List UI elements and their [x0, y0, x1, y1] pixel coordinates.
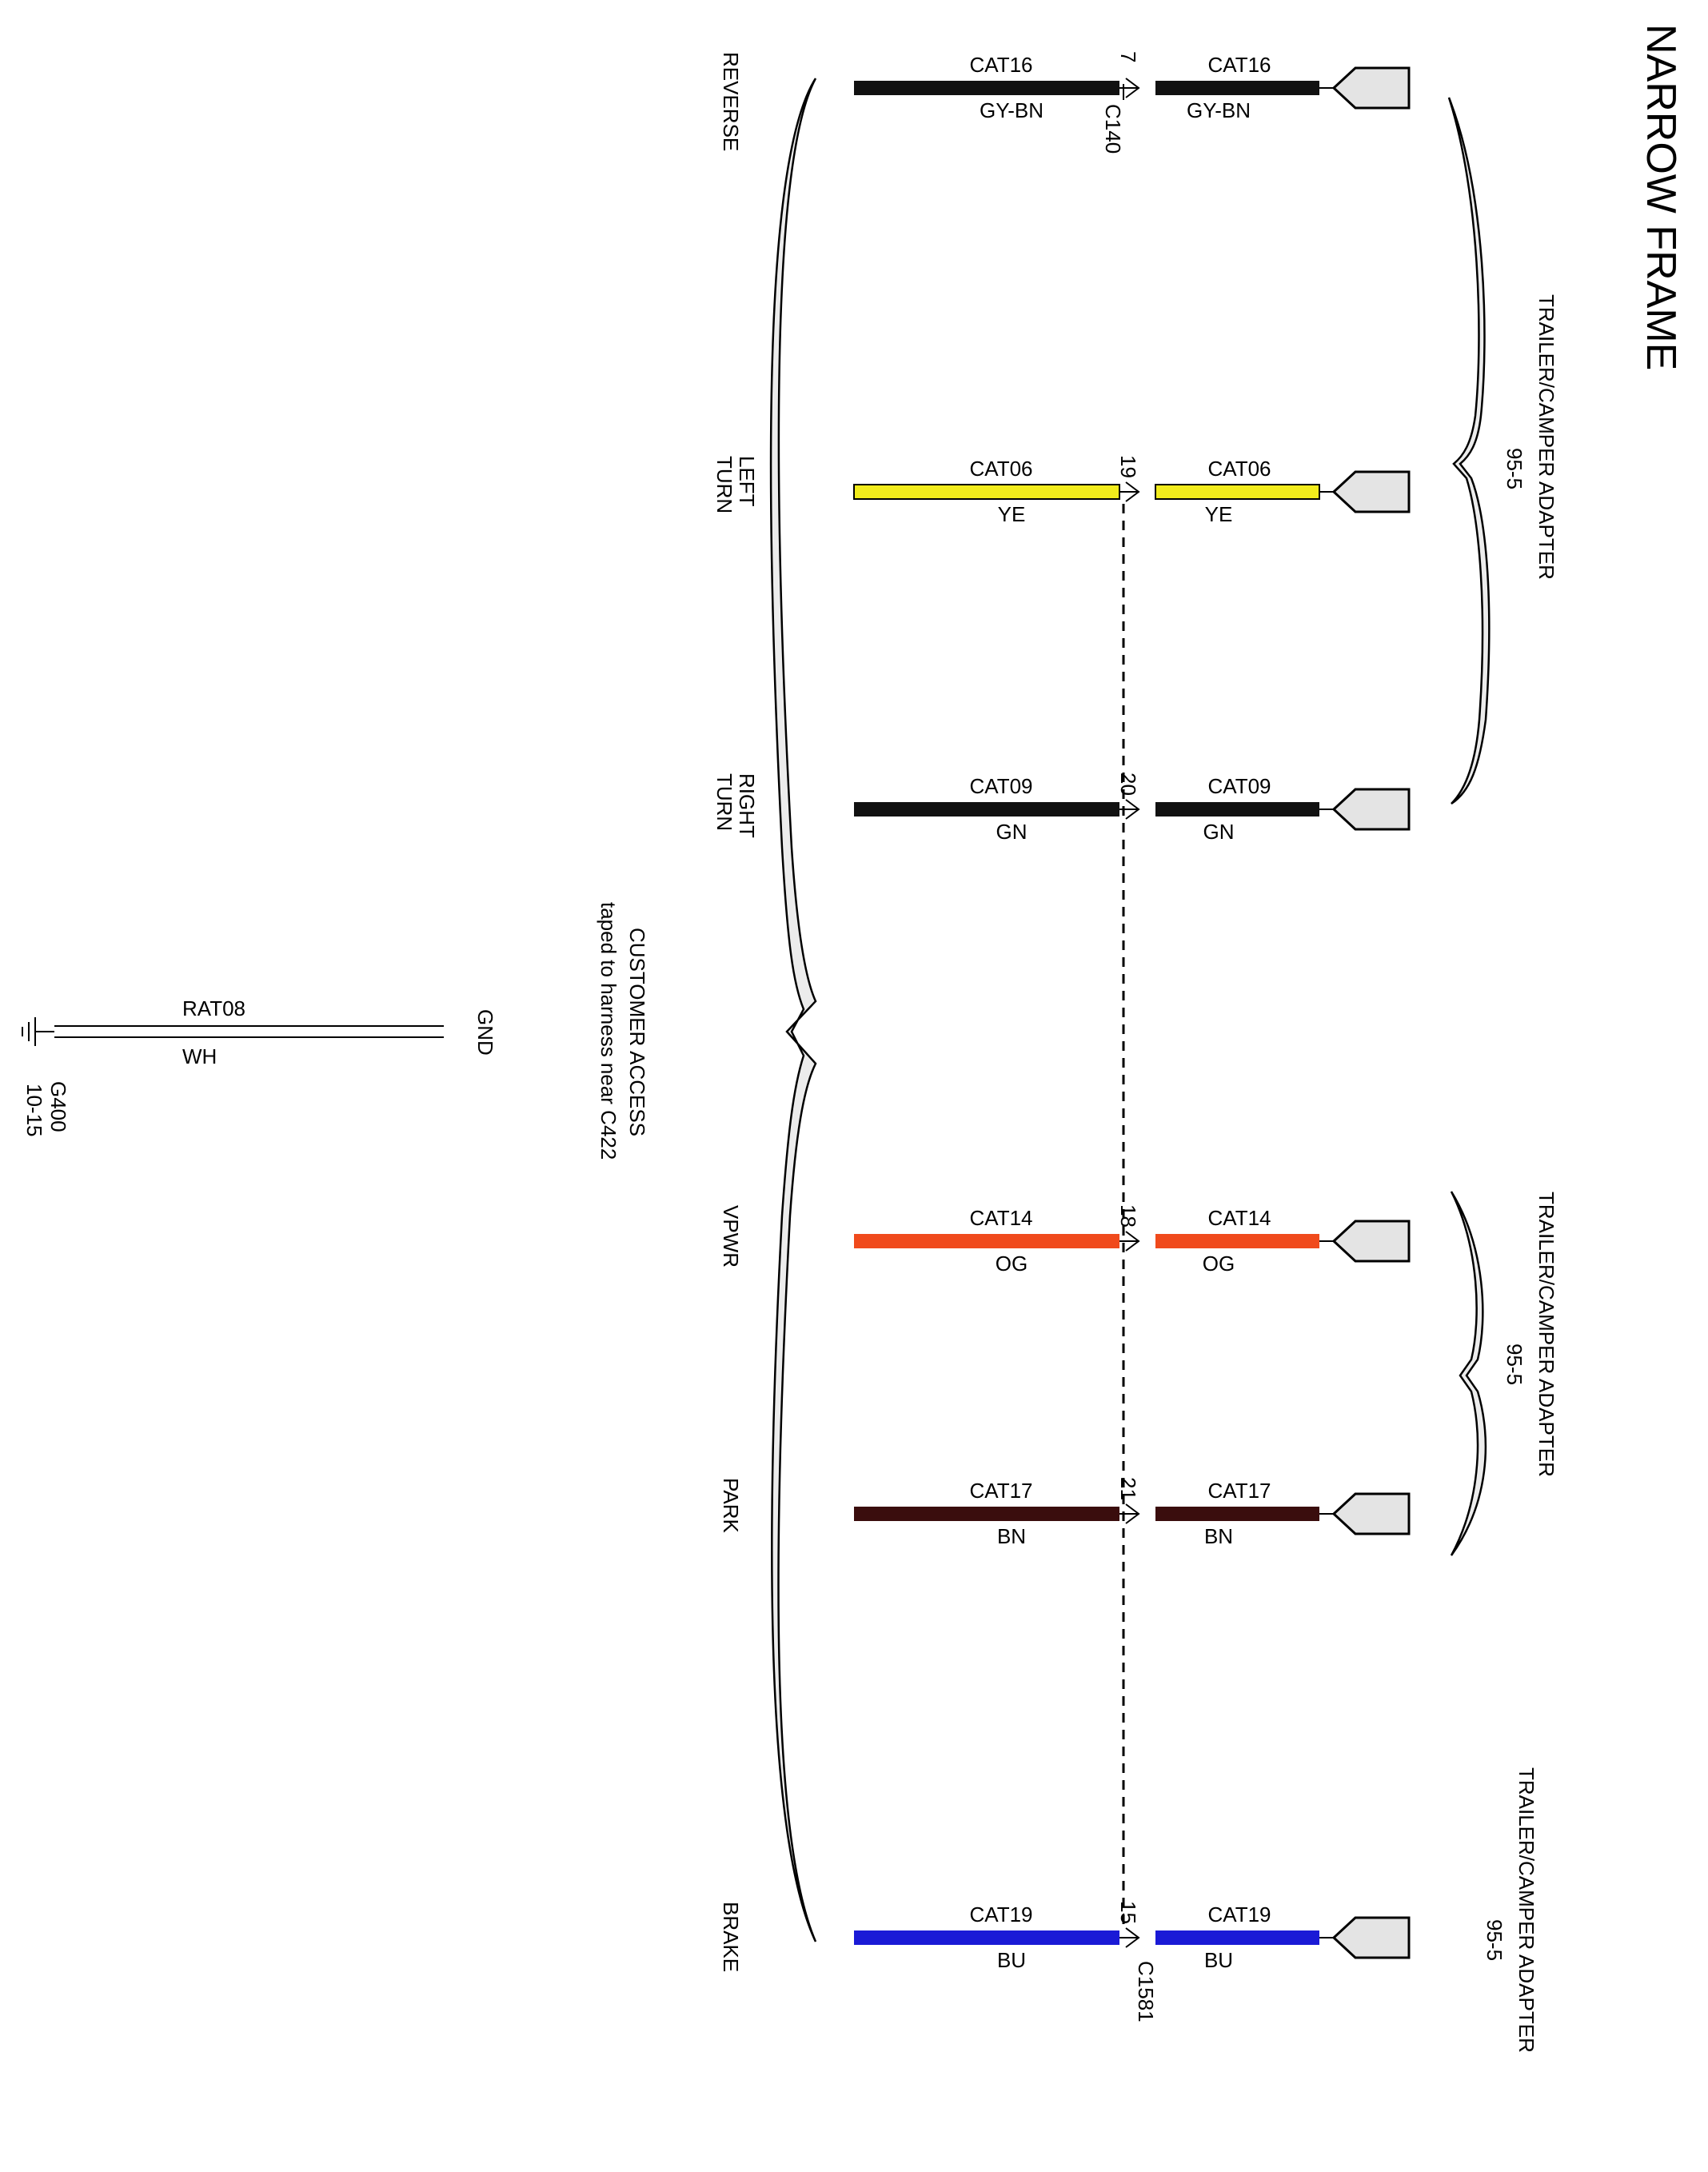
signal-label-park: PARK [719, 1478, 743, 1534]
ground-color-label: WH [182, 1044, 217, 1068]
right-color-label-right-turn: GN [1203, 820, 1235, 844]
right-circuit-label-brake: CAT19 [1208, 1902, 1271, 1926]
signal-label-line-park-0: PARK [719, 1478, 743, 1534]
signal-label-line-vpwr-0: VPWR [719, 1205, 743, 1268]
plug-icon-right-turn [1331, 788, 1411, 831]
left-circuit-label-right-turn: CAT09 [970, 774, 1033, 798]
adapter-label-2: TRAILER/CAMPER ADAPTER 95-5 [1502, 1192, 1558, 1477]
customer-access-line2: taped to harness near C422 [597, 902, 621, 1160]
wire-right-brake [1155, 1930, 1319, 1945]
adapter-label-1-ref: 95-5 [1502, 448, 1526, 489]
right-circuit-label-left-turn: CAT06 [1208, 457, 1271, 481]
adapter-label-1-name: TRAILER/CAMPER ADAPTER [1534, 294, 1558, 580]
right-circuit-label-reverse: CAT16 [1208, 53, 1271, 77]
left-color-label-right-turn: GN [996, 820, 1028, 844]
wire-left-brake [854, 1930, 1119, 1945]
pin-label-right-turn: 20 [1116, 773, 1140, 796]
adapter-brace-middle [1450, 1191, 1487, 1556]
adapter-label-2-name: TRAILER/CAMPER ADAPTER [1534, 1192, 1558, 1477]
connector-label-top: C140 [1101, 104, 1125, 154]
right-color-label-left-turn: YE [1205, 502, 1233, 526]
ground-id-label: G400 [46, 1081, 70, 1132]
left-color-label-park: BN [997, 1524, 1026, 1548]
right-color-label-reverse: GY-BN [1187, 98, 1251, 122]
right-color-label-brake: BU [1204, 1948, 1233, 1972]
signal-label-line-left-turn-1: TURN [712, 456, 736, 513]
wire-left-reverse [854, 81, 1119, 95]
plug-icon-vpwr [1331, 1220, 1411, 1263]
signal-label-brake: BRAKE [719, 1902, 743, 1972]
signal-label-line-right-turn-0: RIGHT [735, 773, 759, 838]
signal-label-line-reverse-0: REVERSE [719, 52, 743, 151]
right-circuit-label-right-turn: CAT09 [1208, 774, 1271, 798]
plug-icon-brake [1331, 1916, 1411, 1959]
right-circuit-label-park: CAT17 [1208, 1479, 1271, 1503]
adapter-label-2-ref: 95-5 [1502, 1344, 1526, 1385]
ground-symbol-icon [22, 1017, 54, 1046]
connector-label-bottom: C1581 [1134, 1961, 1158, 2022]
signal-label-line-left-turn-0: LEFT [735, 456, 759, 507]
pin-label-park: 21 [1116, 1477, 1140, 1500]
signal-group-brace [769, 78, 817, 1942]
left-color-label-reverse: GY-BN [980, 98, 1044, 122]
ground-gnd-label: GND [473, 1009, 497, 1056]
adapter-label-3-name: TRAILER/CAMPER ADAPTER [1514, 1767, 1538, 2053]
signal-label-vpwr: VPWR [719, 1205, 743, 1268]
left-circuit-label-left-turn: CAT06 [970, 457, 1033, 481]
left-circuit-label-brake: CAT19 [970, 1902, 1033, 1926]
left-circuit-label-reverse: CAT16 [970, 53, 1033, 77]
customer-access-note: CUSTOMER ACCESS taped to harness near C4… [597, 902, 649, 1160]
plug-icon-left-turn [1331, 470, 1411, 513]
pin-label-vpwr: 18 [1116, 1204, 1140, 1228]
adapter-label-1: TRAILER/CAMPER ADAPTER 95-5 [1502, 294, 1558, 580]
right-circuit-label-vpwr: CAT14 [1208, 1206, 1271, 1230]
plug-icon-reverse [1331, 66, 1411, 110]
customer-access-line1: CUSTOMER ACCESS [625, 928, 649, 1136]
pin-label-left-turn: 19 [1116, 455, 1140, 478]
wire-left-left-turn [853, 484, 1120, 500]
plug-icon-park [1331, 1492, 1411, 1535]
wire-right-reverse [1155, 81, 1319, 95]
wire-right-vpwr [1155, 1234, 1319, 1248]
ground-circuit: RAT08 WH GND G400 10-15 [22, 996, 497, 1137]
adapter-label-3: TRAILER/CAMPER ADAPTER 95-5 [1483, 1767, 1538, 2053]
right-color-label-vpwr: OG [1203, 1252, 1235, 1276]
left-color-label-brake: BU [997, 1948, 1026, 1972]
wire-right-right-turn [1155, 802, 1319, 816]
signal-label-line-right-turn-1: TURN [712, 773, 736, 831]
signal-label-line-brake-0: BRAKE [719, 1902, 743, 1972]
left-color-label-vpwr: OG [996, 1252, 1028, 1276]
left-color-label-left-turn: YE [998, 502, 1026, 526]
ground-ref-label: 10-15 [22, 1084, 46, 1137]
signal-label-left-turn: LEFTTURN [712, 456, 759, 513]
wire-right-park [1155, 1507, 1319, 1521]
wire-left-vpwr [854, 1234, 1119, 1248]
adapter-label-3-ref: 95-5 [1483, 1919, 1506, 1961]
ground-circuit-label: RAT08 [182, 996, 245, 1020]
adapter-brace-upper [1447, 97, 1491, 805]
pin-label-reverse: 7 [1116, 51, 1140, 62]
wire-left-park [854, 1507, 1119, 1521]
wires-layer: CAT16GY-BNCAT16GY-BN7REVERSECAT06YECAT06… [712, 51, 1411, 1972]
pin-label-brake: 15 [1116, 1901, 1140, 1924]
right-color-label-park: BN [1204, 1524, 1233, 1548]
signal-label-reverse: REVERSE [719, 52, 743, 151]
signal-label-right-turn: RIGHTTURN [712, 773, 759, 838]
diagram-title: NARROW FRAME [1638, 24, 1684, 370]
wire-right-left-turn [1155, 484, 1320, 500]
left-circuit-label-park: CAT17 [970, 1479, 1033, 1503]
wire-left-right-turn [854, 802, 1119, 816]
left-circuit-label-vpwr: CAT14 [970, 1206, 1033, 1230]
